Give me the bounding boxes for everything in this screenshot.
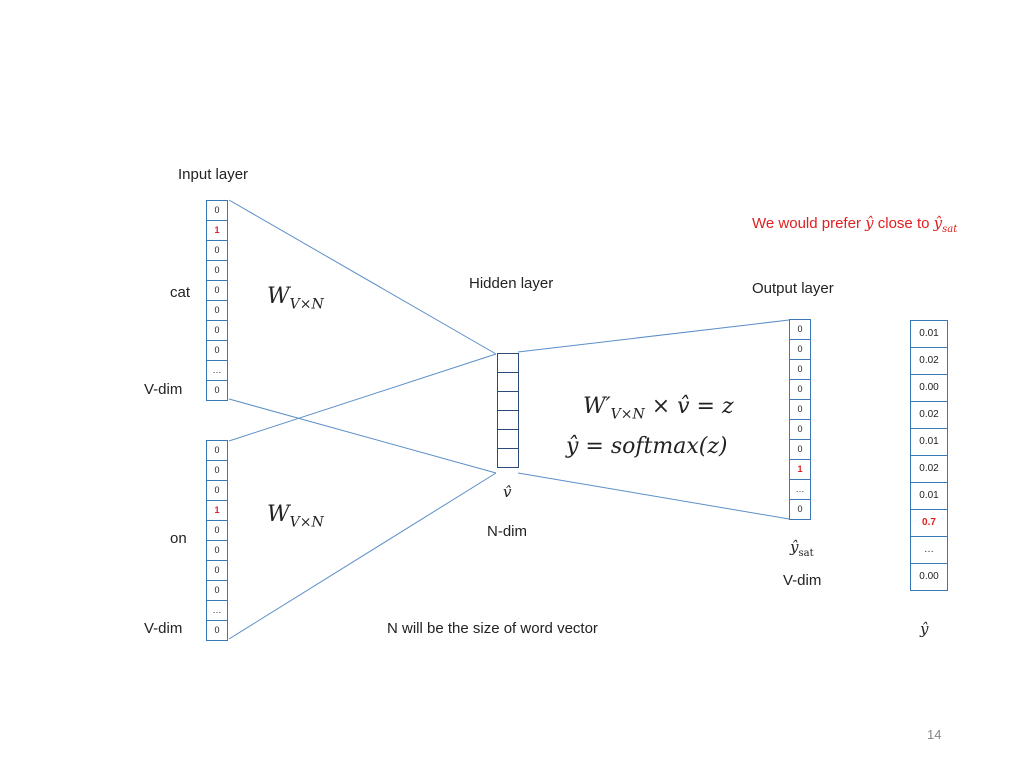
vdim-on-label: V-dim	[144, 620, 183, 637]
output-vector-cell: 0.01	[910, 482, 948, 510]
cat-vector-cell: 0	[206, 260, 228, 281]
hidden-layer-label: Hidden layer	[469, 275, 554, 292]
weight-1-symbol: W	[267, 284, 290, 309]
line-hidden-to-output-bottom	[517, 472, 790, 520]
output-layer-label: Output layer	[752, 280, 834, 297]
output-vector-cell: 0.02	[910, 347, 948, 375]
word-on-label: on	[170, 530, 187, 547]
cat-vector-cell: 0	[206, 380, 228, 401]
target-vector-cell: 0	[789, 359, 811, 380]
line-cat-bottom-to-hidden	[228, 398, 497, 474]
output-vector-cell: …	[910, 536, 948, 564]
input-layer-label: Input layer	[178, 166, 249, 183]
equation-z-sub: V×N	[610, 406, 645, 423]
prefer-y-hat: ŷ	[865, 214, 874, 232]
hidden-cell	[497, 353, 519, 373]
on-vector-cell: 0	[206, 620, 228, 641]
target-vector-cell: 0	[789, 439, 811, 460]
hidden-cell	[497, 448, 519, 468]
equation-softmax: ŷ = softmax(z)	[566, 434, 728, 459]
line-on-top-to-hidden	[228, 353, 497, 442]
hidden-layer-vector	[497, 353, 519, 468]
output-vector-cell: 0.00	[910, 374, 948, 402]
prefer-y-sat: ŷ	[933, 214, 943, 232]
cat-vector-cell: 0	[206, 340, 228, 361]
page-number: 14	[927, 727, 942, 742]
vdim-cat-label: V-dim	[144, 381, 183, 398]
target-vector-cell: 0	[789, 399, 811, 420]
line-hidden-to-output-top	[517, 319, 790, 353]
prefer-y-sat-sub: sat	[942, 224, 958, 235]
on-vector-cell: 0	[206, 460, 228, 481]
cat-vector-cell: …	[206, 360, 228, 381]
target-vector-cell: 0	[789, 499, 811, 520]
equation-z-w: W′	[583, 394, 611, 419]
line-on-bottom-to-hidden	[228, 472, 497, 640]
hidden-cell	[497, 429, 519, 449]
y-sat-sub: sat	[798, 548, 814, 559]
prefer-mid: close to	[873, 215, 934, 232]
weight-1-sub: V×N	[289, 296, 324, 313]
output-vector-cell: 0.01	[910, 428, 948, 456]
weight-2-sub: V×N	[289, 514, 324, 531]
output-vector-cell: 0.01	[910, 320, 948, 348]
target-vector-cell: 0	[789, 379, 811, 400]
cat-vector-cell: 0	[206, 200, 228, 221]
y-sat-label: ŷsat	[790, 538, 814, 559]
output-vector-cell: 0.00	[910, 563, 948, 591]
target-vector-cell: 0	[789, 319, 811, 340]
output-vector-cell: 0.02	[910, 401, 948, 429]
target-vector-cell: 1	[789, 459, 811, 480]
hidden-cell	[497, 372, 519, 392]
cat-vector-cell: 0	[206, 240, 228, 261]
on-vector-cell: 1	[206, 500, 228, 521]
on-vector-cell: 0	[206, 480, 228, 501]
prefer-prefix: We would prefer	[752, 215, 866, 232]
output-vector-cell: 0.02	[910, 455, 948, 483]
weight-2-symbol: W	[267, 502, 290, 527]
hidden-cell	[497, 410, 519, 430]
on-vector-cell: 0	[206, 580, 228, 601]
on-vector-cell: 0	[206, 560, 228, 581]
y-hat-label: ŷ	[920, 620, 929, 638]
v-hat-label: v̂	[503, 483, 512, 501]
weight-matrix-2-label: WV×N	[267, 502, 324, 530]
on-vector-cell: …	[206, 600, 228, 621]
equation-z: W′V×N × v̂ = z	[583, 394, 734, 422]
cat-vector-cell: 0	[206, 280, 228, 301]
y-sat-symbol: ŷ	[790, 538, 799, 556]
output-vector-cell: 0.7	[910, 509, 948, 537]
cat-vector-cell: 1	[206, 220, 228, 241]
cat-vector-cell: 0	[206, 300, 228, 321]
line-cat-top-to-hidden	[228, 199, 497, 355]
word-cat-label: cat	[170, 284, 191, 301]
target-vector-cell: 0	[789, 419, 811, 440]
on-vector-cell: 0	[206, 540, 228, 561]
prefer-note: We would prefer ŷ close to ŷsat	[752, 214, 957, 235]
target-vector-cell: …	[789, 479, 811, 500]
weight-matrix-1-label: WV×N	[267, 284, 324, 312]
hidden-cell	[497, 391, 519, 411]
target-vector-cell: 0	[789, 339, 811, 360]
equation-z-rest: × v̂ = z	[644, 394, 734, 419]
word-vector-size-note: N will be the size of word vector	[387, 620, 598, 637]
on-vector-cell: 0	[206, 520, 228, 541]
vdim-output-label: V-dim	[783, 572, 822, 589]
cat-vector-cell: 0	[206, 320, 228, 341]
ndim-label: N-dim	[487, 523, 527, 540]
on-vector-cell: 0	[206, 440, 228, 461]
